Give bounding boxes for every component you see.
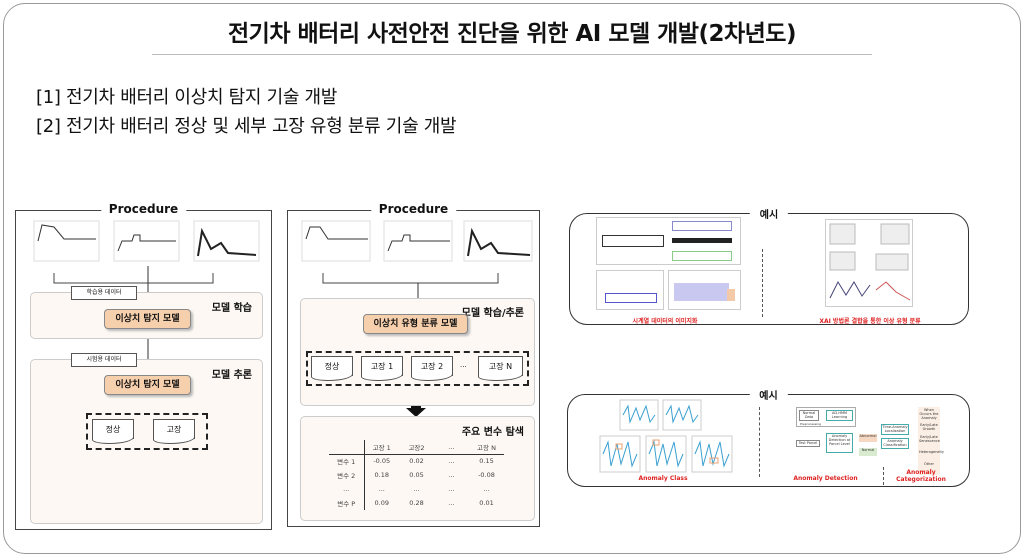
normal-box: Normal (859, 448, 877, 456)
output-fault-2: 고장 2 (411, 356, 453, 381)
procedure-heading: Procedure (370, 202, 457, 216)
divider (883, 467, 884, 485)
mini-chart-2 (383, 220, 453, 262)
anomaly-detection-model-train: 이상치 탐지 모델 (104, 309, 191, 329)
table-cell: 0.05 (409, 471, 424, 479)
anomaly-detection-model-infer: 이상치 탐지 모델 (104, 375, 191, 395)
mini-chart-1 (33, 220, 100, 262)
image-encoding-figure-b (596, 270, 664, 310)
procedure-panel-classification: Procedure 모델 학습/추론 이상치 유형 분류 모델 정상 고장 1 … (287, 202, 540, 527)
normal-data-box: Normal Data (799, 410, 819, 421)
table-header-row: 고장 1 고장2 ... 고장 N (329, 440, 504, 454)
slide-frame (3, 3, 1021, 554)
output-ellipsis: ... (460, 361, 467, 369)
table-cell: ... (448, 471, 455, 479)
detection-box: Anomaly Detection at Parcel Level (826, 433, 853, 453)
mini-chart-1 (301, 220, 371, 262)
mini-chart-3 (463, 220, 533, 262)
charts-and-arrows (301, 220, 533, 417)
output-fault: 고장 (153, 419, 195, 444)
table-cell: -0.08 (478, 471, 495, 479)
mini-chart-2 (113, 220, 180, 262)
table-cell: 0.09 (374, 499, 389, 507)
caption-xai-classification: XAI 방법론 결합을 통한 이상 유형 분류 (819, 318, 921, 325)
variable-exploration-label: 주요 변수 탐색 (461, 427, 524, 438)
category-item: Heterogeneity (919, 450, 944, 454)
title-divider (152, 54, 872, 55)
xai-classification-figure (825, 219, 913, 307)
anomaly-class-figures (599, 399, 733, 473)
table-cell: 변수 P (329, 496, 365, 510)
objective-1: [1] 전기차 배터리 이상치 탐지 기술 개발 (36, 87, 338, 108)
table-header (329, 440, 365, 454)
table-row: ............... (329, 482, 504, 496)
preprocessing-label: Preprocessing (800, 422, 821, 426)
table-cell: 0.15 (479, 457, 494, 466)
category-item: Early/Late Senescence (919, 435, 940, 443)
caption-image-encoding: 시계열 데이터의 이미지화 (632, 318, 698, 325)
variable-importance-table: 고장 1 고장2 ... 고장 N 변수 1 -0.05 0.02... 0.15 변… (329, 440, 504, 510)
table-cell: ... (448, 499, 455, 507)
table-cell: ... (329, 482, 365, 496)
output-box (306, 351, 529, 386)
image-encoding-figure-c (668, 270, 741, 310)
test-parcel-box: Test Parcel (796, 440, 820, 447)
output-normal: 정상 (311, 356, 353, 381)
slide-title: 전기차 배터리 사전안전 진단을 위한 AI 모델 개발(2차년도) (228, 21, 796, 47)
category-item: When Occurs the Anomaly (919, 408, 939, 420)
train-infer-stage-label: 모델 학습/추론 (461, 308, 524, 319)
procedure-heading: Procedure (100, 202, 187, 216)
table-cell: 0.01 (479, 499, 494, 507)
table-row: 변수 P 0.09 0.28... 0.01 (329, 496, 504, 510)
table-cell: 변수 2 (329, 468, 365, 482)
abnormal-box: Abnormal (859, 434, 877, 442)
table-header: ... (448, 442, 455, 451)
table-header: 고장 N (477, 443, 496, 452)
table-row: 변수 2 0.18 0.05... -0.08 (329, 468, 504, 482)
image-encoding-figure-a (596, 217, 741, 265)
output-normal: 정상 (92, 419, 134, 444)
example-label: 예시 (749, 206, 789, 221)
table-cell: ... (448, 485, 455, 493)
table-cell: ... (413, 485, 420, 493)
table-cell: 0.02 (409, 457, 424, 466)
test-data-tag: 시험용 데이터 (71, 353, 137, 367)
output-box (86, 413, 208, 450)
example-box-1: 예시 시계열 데이터의 이미지화 XAI 방법론 결합을 통한 이상 유형 분류 (569, 206, 969, 325)
learning-box: AD-HMM Learning (826, 410, 853, 421)
objective-2: [2] 전기차 배터리 정상 및 세부 고장 유형 분류 기술 개발 (36, 116, 457, 137)
table-cell: 변수 1 (329, 454, 365, 468)
table-cell: ... (378, 485, 385, 493)
caption-anomaly-categorization: Anomaly Categorization (896, 469, 946, 483)
divider (762, 249, 763, 317)
table-header: 고장 1 (372, 443, 391, 452)
category-item: Other (924, 462, 934, 466)
training-stage-label: 모델 학습 (211, 303, 252, 314)
training-data-tag: 학습용 데이터 (71, 286, 137, 300)
caption-anomaly-detection: Anomaly Detection (793, 475, 858, 482)
procedure-panel-detection: Procedure 모델 학습 학습용 데이터 이상치 탐지 모델 모델 추론 … (15, 202, 272, 530)
localization-box: Time-Anomaly Localization (881, 424, 909, 435)
output-fault-n: 고장 N (478, 356, 523, 381)
table-row: 변수 1 -0.05 0.02... 0.15 (329, 454, 504, 468)
table-header: 고장2 (408, 443, 425, 452)
mini-chart-3 (193, 220, 260, 262)
table-cell: -0.05 (373, 457, 391, 466)
table-cell: 0.28 (409, 499, 424, 507)
table-cell: 0.18 (374, 471, 389, 479)
classification-box: Anomaly Classification (881, 438, 909, 449)
inference-stage-label: 모델 추론 (211, 370, 252, 381)
anomaly-type-classifier-model: 이상치 유형 분류 모델 (363, 314, 468, 334)
caption-anomaly-class: Anomaly Class (638, 475, 688, 482)
category-item: Early/Late Growth (920, 423, 938, 431)
example-label: 예시 (749, 387, 788, 402)
anomaly-detection-diagram: Normal Data AD-HMM Learning Preprocessin… (796, 407, 944, 475)
divider (759, 407, 760, 477)
example-box-2: 예시 Normal Data AD-HMM Learning Preproces… (567, 387, 970, 487)
table-cell: ... (448, 457, 455, 466)
table-cell: ... (483, 485, 490, 493)
output-fault-1: 고장 1 (361, 356, 403, 381)
variable-exploration-stage: 주요 변수 탐색 고장 1 고장2 ... 고장 N 변수 1 -0.05 0.02… (300, 416, 535, 521)
